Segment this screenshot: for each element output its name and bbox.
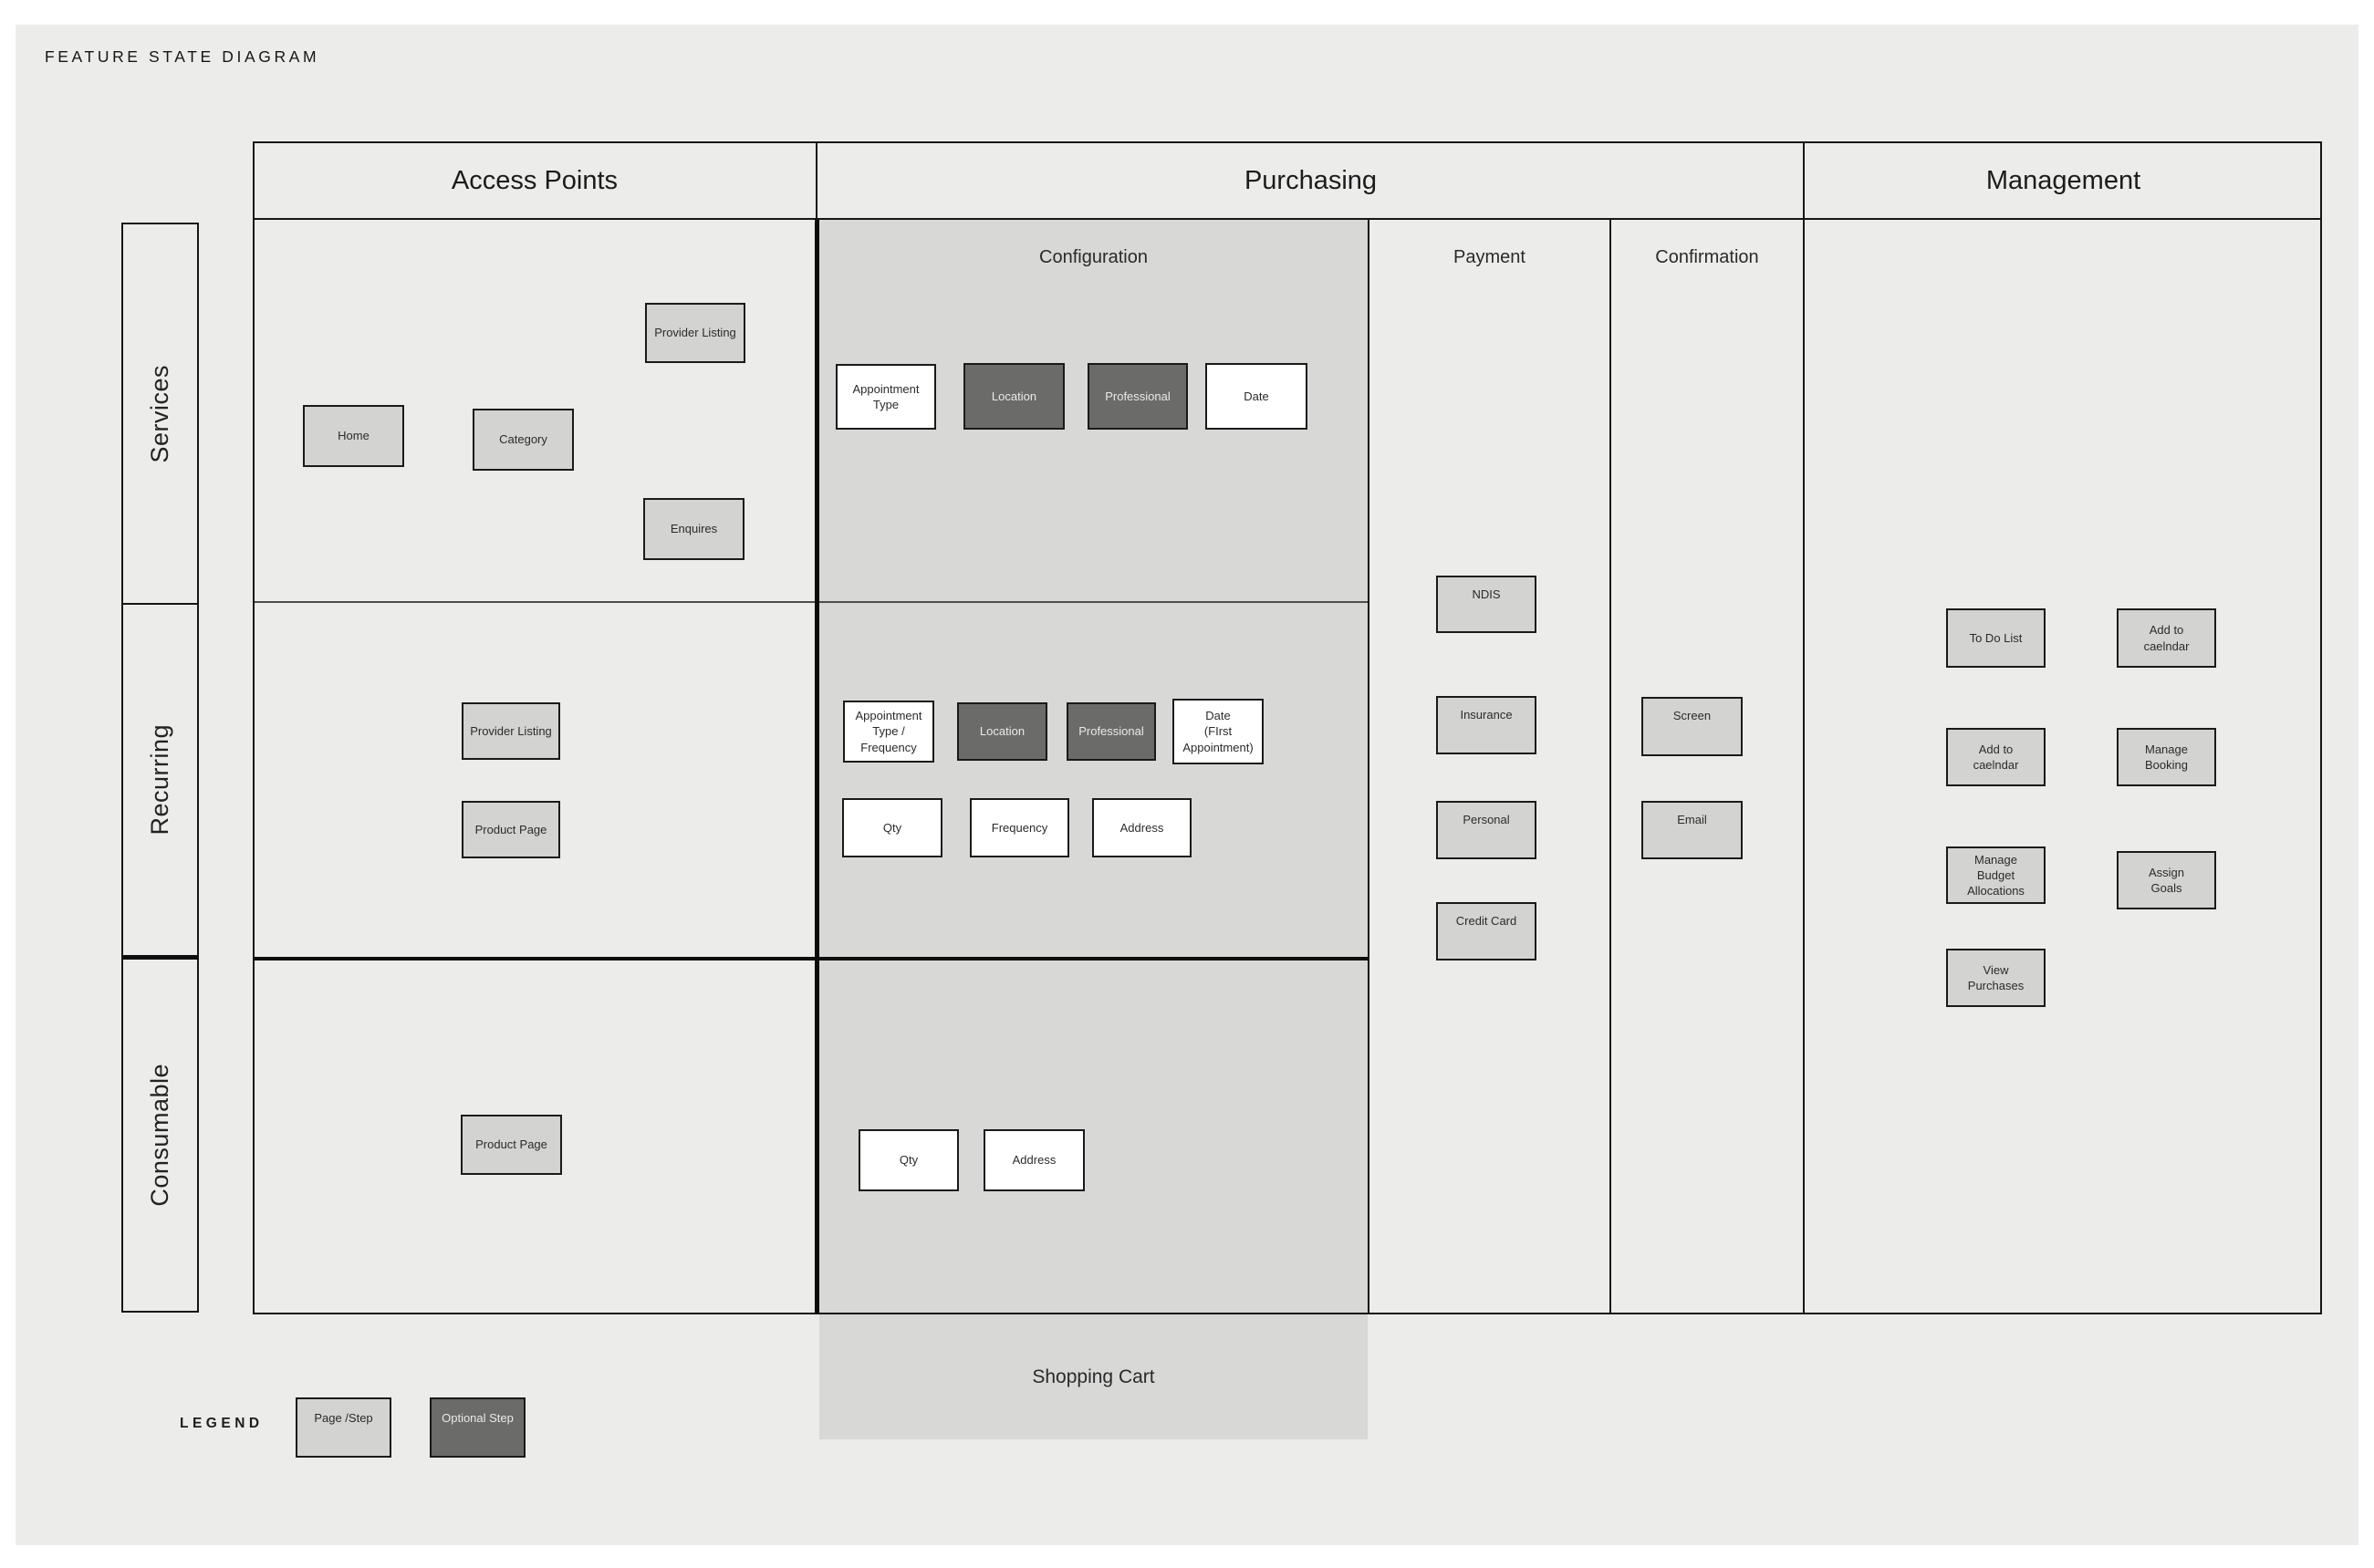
- node-label: Address: [1012, 1153, 1057, 1168]
- grid-line-recurring-consumable: [253, 957, 1369, 961]
- node-label: View Purchases: [1967, 962, 2025, 992]
- row-header-services-label: Services: [146, 364, 173, 463]
- node-label: Assign Goals: [2148, 865, 2185, 895]
- node-view-purchases: View Purchases: [1946, 949, 2046, 1007]
- node-provider-listing-services: Provider Listing: [645, 303, 745, 363]
- node-personal: Personal: [1436, 801, 1536, 859]
- node-label: Credit Card: [1455, 914, 1517, 928]
- node-manage-budget-allocations: Manage Budget Allocations: [1946, 846, 2046, 904]
- column-header-access-points: Access Points: [451, 165, 619, 195]
- grid-line-purchasing-management: [1803, 141, 1805, 1314]
- legend-item-page-step: Page /Step: [296, 1397, 391, 1458]
- row-header-recurring: Recurring: [121, 603, 199, 960]
- node-enquires: Enquires: [643, 498, 744, 560]
- node-label: Provider Listing: [470, 723, 552, 738]
- node-label: Screen: [1672, 709, 1712, 722]
- node-appointment-type-frequency: Appointment Type / Frequency: [843, 701, 934, 763]
- node-assign-goals: Assign Goals: [2117, 851, 2216, 909]
- node-manage-booking: Manage Booking: [2117, 728, 2216, 786]
- node-label: Product Page: [474, 822, 547, 836]
- node-category: Category: [473, 409, 574, 471]
- node-frequency-recurring: Frequency: [970, 798, 1069, 857]
- node-label: Insurance: [1460, 708, 1513, 722]
- grid-line-accesspoints-purchasing: [816, 141, 817, 220]
- node-label: Date (FIrst Appointment): [1182, 709, 1254, 754]
- node-label: Add to caelndar: [1973, 742, 2019, 772]
- grid-line-payment-confirmation: [1609, 220, 1611, 1314]
- node-appointment-type: Appointment Type: [836, 364, 936, 430]
- node-label: Product Page: [475, 1137, 547, 1152]
- diagram-panel: FEATURE STATE DIAGRAM Shopping Cart Acce…: [16, 25, 2358, 1545]
- node-label: Location: [979, 724, 1026, 739]
- node-label: Location: [991, 389, 1037, 403]
- node-label: NDIS: [1472, 587, 1501, 601]
- legend-item-optional-step-label: Optional Step: [442, 1411, 514, 1425]
- node-label: Qty: [899, 1153, 919, 1168]
- node-product-page-recurring: Product Page: [462, 801, 560, 858]
- node-label: Appointment Type: [852, 381, 920, 411]
- column-header-management: Management: [1985, 165, 2141, 195]
- node-location-services: Location: [963, 363, 1065, 430]
- node-screen: Screen: [1641, 697, 1743, 756]
- legend-item-optional-step: Optional Step: [430, 1397, 526, 1458]
- shopping-cart-region: Shopping Cart: [819, 1314, 1368, 1439]
- grid-line-header-bottom: [253, 218, 2322, 220]
- node-address-consumable: Address: [984, 1129, 1085, 1191]
- sub-header-payment: Payment: [1453, 246, 1525, 267]
- node-label: Address: [1119, 820, 1164, 835]
- node-email: Email: [1641, 801, 1743, 859]
- grid-line-bottom: [253, 1313, 2322, 1314]
- row-header-consumable: Consumable: [121, 960, 199, 1313]
- node-address-recurring: Address: [1092, 798, 1192, 857]
- grid-line-left: [253, 141, 255, 1314]
- grid-line-right: [2320, 141, 2322, 1314]
- node-home: Home: [303, 405, 404, 467]
- grid-line-top: [253, 141, 2322, 143]
- node-date-services: Date: [1205, 363, 1307, 430]
- node-label: Manage Budget Allocations: [1967, 852, 2025, 898]
- node-insurance: Insurance: [1436, 696, 1536, 754]
- node-qty-consumable: Qty: [859, 1129, 959, 1191]
- legend-item-page-step-label: Page /Step: [314, 1411, 373, 1425]
- node-label: Personal: [1463, 813, 1510, 826]
- grid-line-configuration-left-thick: [815, 220, 819, 1314]
- node-label: Email: [1677, 813, 1707, 826]
- node-date-first-appointment: Date (FIrst Appointment): [1172, 699, 1264, 764]
- node-label: Category: [499, 432, 547, 447]
- row-header-consumable-label: Consumable: [146, 1064, 173, 1207]
- sub-header-confirmation: Confirmation: [1655, 246, 1759, 267]
- diagram-title: FEATURE STATE DIAGRAM: [45, 47, 320, 66]
- node-to-do-list: To Do List: [1946, 608, 2046, 668]
- row-header-services: Services: [121, 223, 199, 603]
- shopping-cart-label: Shopping Cart: [1032, 1366, 1155, 1387]
- row-header-recurring-label: Recurring: [146, 724, 173, 836]
- sub-header-configuration: Configuration: [1039, 246, 1148, 267]
- node-label: Qty: [882, 820, 902, 835]
- node-location-recurring: Location: [957, 702, 1047, 761]
- node-label: Date: [1244, 389, 1269, 403]
- column-header-purchasing: Purchasing: [1244, 165, 1378, 195]
- node-add-to-caelndar-services: Add to caelndar: [2117, 608, 2216, 668]
- node-credit-card: Credit Card: [1436, 902, 1536, 961]
- node-label: Professional: [1105, 389, 1171, 403]
- grid-line-services-recurring: [253, 601, 1369, 603]
- node-label: Manage Booking: [2145, 742, 2188, 772]
- node-professional-services: Professional: [1088, 363, 1188, 430]
- node-label: Enquires: [670, 522, 718, 536]
- node-provider-listing-recurring: Provider Listing: [462, 702, 560, 760]
- legend-title: LEGEND: [180, 1416, 264, 1431]
- node-professional-recurring: Professional: [1067, 702, 1156, 761]
- node-label: Professional: [1078, 724, 1144, 739]
- node-label: To Do List: [1969, 630, 2023, 645]
- node-qty-recurring: Qty: [842, 798, 942, 857]
- node-label: Home: [338, 429, 370, 443]
- grid-line-configuration-right: [1368, 220, 1369, 1314]
- node-add-to-caelndar-recurring: Add to caelndar: [1946, 728, 2046, 786]
- node-label: Appointment Type / Frequency: [855, 709, 922, 754]
- node-ndis: NDIS: [1436, 576, 1536, 633]
- node-label: Provider Listing: [654, 326, 736, 340]
- node-label: Add to caelndar: [2143, 623, 2190, 653]
- node-product-page-consumable: Product Page: [461, 1115, 562, 1175]
- node-label: Frequency: [991, 820, 1048, 835]
